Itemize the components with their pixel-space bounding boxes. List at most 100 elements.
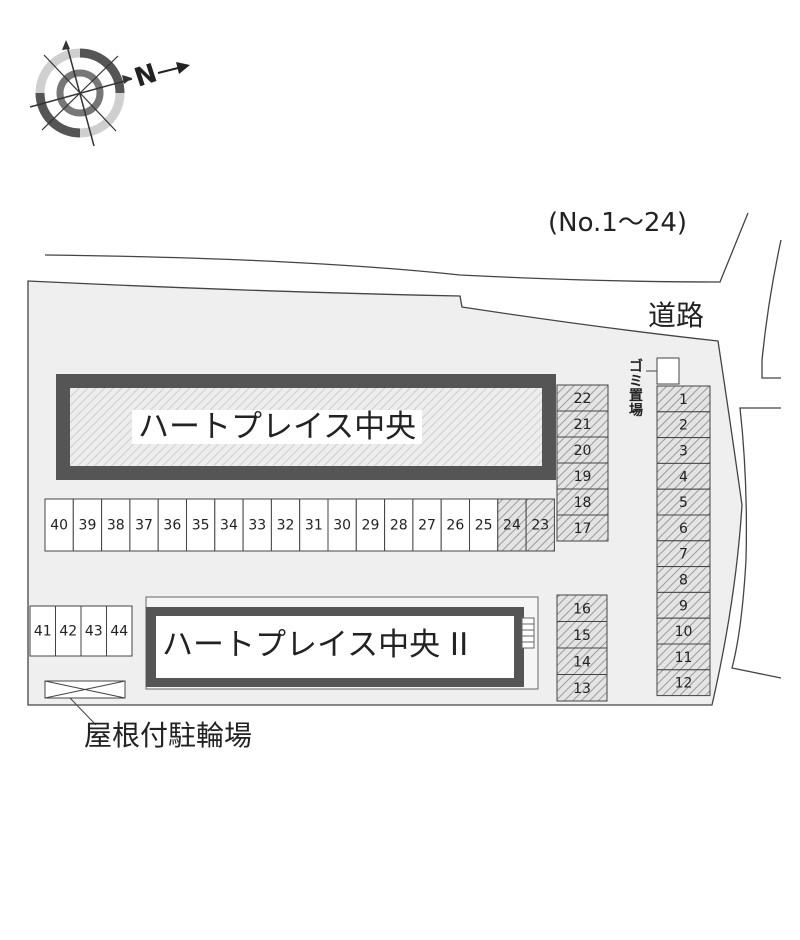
parking-space-number: 17 [574, 521, 592, 537]
parking-space-38: 38 [101, 498, 131, 552]
parking-space-number: 8 [679, 573, 688, 589]
parking-space-number: 16 [573, 601, 591, 617]
parking-space-number: 36 [163, 518, 181, 534]
road-lines [44, 212, 782, 679]
parking-space-number: 15 [573, 628, 591, 644]
parking-space-number: 24 [503, 518, 521, 534]
parking-space-number: 35 [192, 518, 210, 534]
parking-space-21: 21 [556, 410, 609, 438]
parking-space-number: 7 [679, 547, 688, 563]
parking-space-number: 5 [679, 495, 688, 511]
parking-space-39: 39 [72, 498, 103, 552]
parking-space-28: 28 [384, 498, 414, 552]
parking-space-2: 2 [656, 411, 711, 439]
parking-space-9: 9 [656, 591, 711, 619]
parking-space-number: 3 [679, 444, 688, 460]
parking-space-16: 16 [556, 594, 608, 622]
parking-space-number: 43 [85, 623, 103, 639]
parking-space-number: 21 [574, 417, 592, 433]
parking-space-number: 20 [574, 443, 592, 459]
parking-space-12: 12 [656, 669, 711, 697]
garbage-label-char: ミ [629, 373, 643, 390]
parking-space-number: 22 [574, 391, 592, 407]
parking-space-23: 23 [525, 498, 555, 552]
parking-space-number: 38 [107, 518, 125, 534]
parking-space-number: 30 [333, 518, 351, 534]
parking-space-number: 42 [59, 623, 77, 639]
garbage-label-char: ゴ [629, 359, 643, 375]
parking-space-42: 42 [55, 605, 82, 657]
parking-space-number: 4 [679, 469, 688, 485]
parking-space-40: 40 [44, 498, 74, 552]
parking-space-number: 11 [675, 650, 693, 666]
parking-space-6: 6 [656, 514, 711, 542]
parking-space-number: 41 [34, 623, 52, 639]
parking-space-43: 43 [80, 605, 107, 657]
parking-space-17: 17 [556, 514, 609, 542]
building-main [56, 374, 556, 480]
parking-space-number: 1 [679, 392, 688, 408]
parking-space-number: 33 [248, 518, 266, 534]
parking-space-number: 32 [277, 518, 295, 534]
parking-space-number: 44 [110, 623, 128, 639]
parking-space-19: 19 [556, 462, 609, 490]
parking-space-number: 10 [675, 624, 693, 640]
parking-space-1: 1 [656, 385, 711, 413]
parking-space-15: 15 [556, 621, 608, 649]
parking-space-24: 24 [497, 498, 527, 552]
parking-space-number: 34 [220, 518, 238, 534]
parking-space-number: 25 [475, 518, 493, 534]
compass-icon [29, 40, 190, 147]
bicycle-shelter [44, 680, 126, 726]
road-label: 道路 [648, 299, 705, 332]
parking-space-41: 41 [29, 605, 56, 657]
parking-space-number: 39 [79, 518, 97, 534]
parking-space-3: 3 [656, 437, 711, 464]
range-note: (No.1～24) [548, 208, 688, 238]
parking-space-11: 11 [656, 643, 711, 671]
parking-space-number: 23 [531, 518, 549, 534]
parking-space-34: 34 [214, 498, 244, 552]
parking-space-32: 32 [270, 498, 301, 552]
building-second [145, 596, 539, 690]
parking-space-number: 13 [573, 681, 591, 697]
parking-space-number: 19 [574, 469, 592, 485]
parking-space-29: 29 [355, 498, 386, 552]
parking-space-18: 18 [556, 488, 609, 516]
parking-space-26: 26 [440, 498, 471, 552]
parking-space-4: 4 [656, 462, 711, 490]
parking-space-13: 13 [556, 674, 608, 702]
parking-space-5: 5 [656, 488, 711, 516]
garbage-label-char: 場 [629, 403, 643, 420]
parking-space-number: 6 [679, 521, 688, 537]
parking-space-8: 8 [656, 566, 711, 593]
parking-space-44: 44 [106, 605, 133, 657]
parking-space-36: 36 [157, 498, 187, 552]
parking-space-number: 31 [305, 518, 323, 534]
parking-space-37: 37 [129, 498, 159, 552]
parking-space-number: 37 [135, 518, 153, 534]
building-main-name: ハートプレイス中央 [132, 410, 423, 444]
parking-space-7: 7 [656, 540, 711, 568]
parking-space-27: 27 [412, 498, 442, 552]
garbage-label-char: 置 [629, 388, 643, 405]
parking-space-number: 29 [362, 518, 380, 534]
parking-space-number: 26 [446, 518, 464, 534]
parking-space-33: 33 [242, 498, 272, 552]
parking-space-35: 35 [186, 498, 216, 552]
parking-space-number: 2 [679, 418, 688, 434]
parking-space-30: 30 [327, 498, 357, 552]
parking-space-31: 31 [299, 498, 329, 552]
garbage-station [646, 357, 680, 385]
parking-space-number: 28 [390, 518, 408, 534]
parking-space-number: 40 [50, 518, 68, 534]
parking-space-number: 18 [574, 495, 592, 511]
bicycle-label: 屋根付駐輪場 [84, 719, 253, 752]
parking-space-14: 14 [556, 647, 608, 675]
garbage-label: ゴミ置場 [628, 360, 644, 419]
parking-space-number: 27 [418, 518, 436, 534]
parking-space-number: 9 [679, 598, 688, 614]
